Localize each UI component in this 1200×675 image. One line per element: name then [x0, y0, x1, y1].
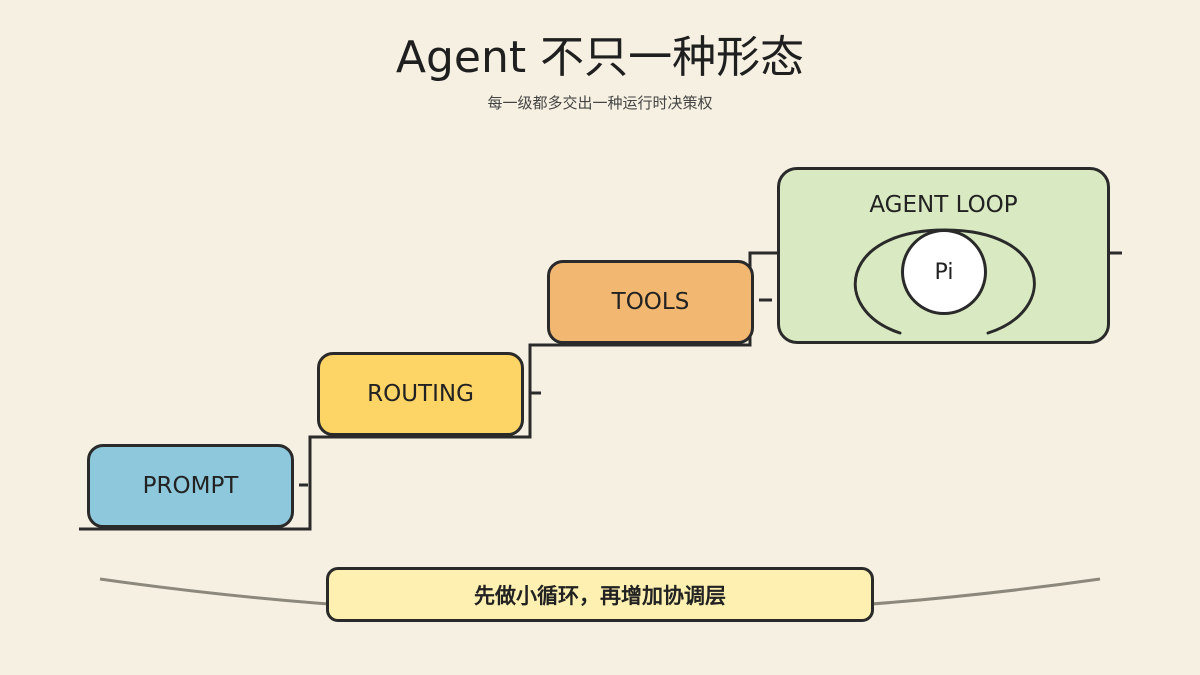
pi-node: Pi [901, 229, 987, 315]
step-agent-loop-label: AGENT LOOP [869, 192, 1018, 218]
step-agent-loop: AGENT LOOP Pi [777, 167, 1110, 344]
step-tools-label: TOOLS [611, 289, 690, 315]
step-routing: ROUTING [317, 352, 524, 436]
step-prompt: PROMPT [87, 444, 294, 528]
step-prompt-label: PROMPT [142, 473, 239, 499]
footer-text: 先做小循环，再增加协调层 [474, 583, 726, 608]
step-tools: TOOLS [547, 260, 754, 344]
step-routing-label: ROUTING [367, 381, 474, 407]
footer-banner: 先做小循环，再增加协调层 [326, 567, 874, 622]
pi-label: Pi [934, 259, 954, 285]
page-subtitle: 每一级都多交出一种运行时决策权 [487, 94, 713, 112]
page-title: Agent 不只一种形态 [395, 32, 805, 83]
